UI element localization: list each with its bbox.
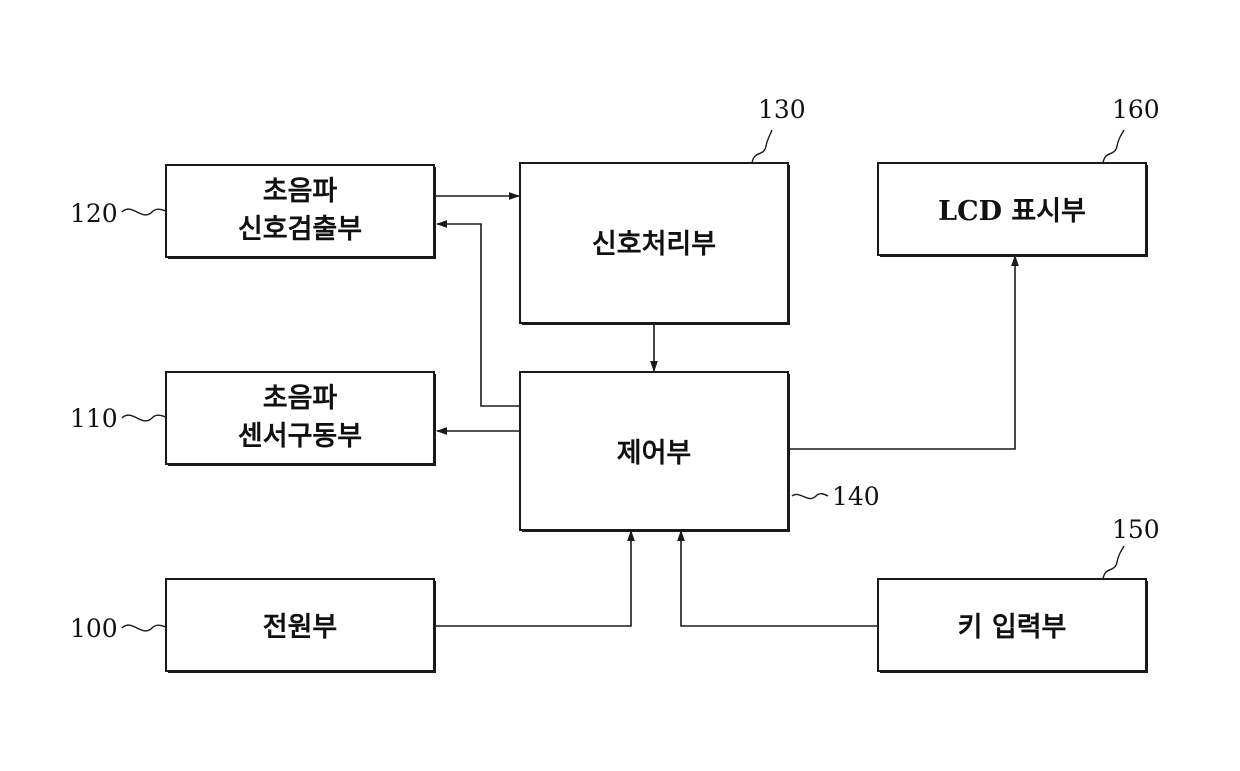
- arrow-key-input-to-controller: [681, 531, 878, 626]
- ref-150: 150: [1112, 515, 1160, 544]
- leader-160: [1103, 130, 1124, 163]
- leader-130: [752, 130, 772, 163]
- block-signal-processor: 신호처리부: [520, 163, 790, 325]
- signal-processor-label: 신호처리부: [592, 229, 716, 260]
- block-controller: 제어부: [520, 372, 790, 532]
- leader-100: [122, 625, 166, 631]
- ultrasonic-sensor-driver-line2: 센서구동부: [238, 421, 362, 452]
- leader-120: [122, 209, 166, 215]
- power-supply-label: 전원부: [263, 612, 338, 643]
- block-key-input: 키 입력부: [878, 579, 1148, 673]
- block-ultrasonic-signal-detector: 초음파 신호검출부: [166, 165, 436, 259]
- arrow-controller-to-lcd: [790, 256, 1015, 449]
- ref-100: 100: [70, 614, 118, 643]
- ultrasonic-sensor-driver-line1: 초음파: [263, 383, 338, 414]
- block-power-supply: 전원부: [166, 579, 436, 673]
- arrow-controller-to-detector: [437, 224, 520, 406]
- block-lcd-display: LCD 표시부: [878, 163, 1148, 257]
- ref-110: 110: [70, 404, 118, 433]
- leader-150: [1103, 546, 1124, 579]
- ref-130: 130: [758, 95, 806, 124]
- ultrasonic-signal-detector-line1: 초음파: [263, 176, 338, 207]
- leader-140: [792, 494, 828, 499]
- block-ultrasonic-sensor-driver: 초음파 센서구동부: [166, 372, 436, 466]
- ultrasonic-signal-detector-line2: 신호검출부: [238, 214, 362, 245]
- lcd-display-label: LCD 표시부: [938, 196, 1086, 227]
- ref-160: 160: [1112, 95, 1160, 124]
- key-input-label: 키 입력부: [958, 612, 1067, 643]
- leader-110: [122, 415, 166, 421]
- controller-label: 제어부: [617, 438, 692, 469]
- arrow-power-to-controller: [436, 531, 631, 626]
- ref-120: 120: [70, 199, 118, 228]
- ref-140: 140: [832, 482, 880, 511]
